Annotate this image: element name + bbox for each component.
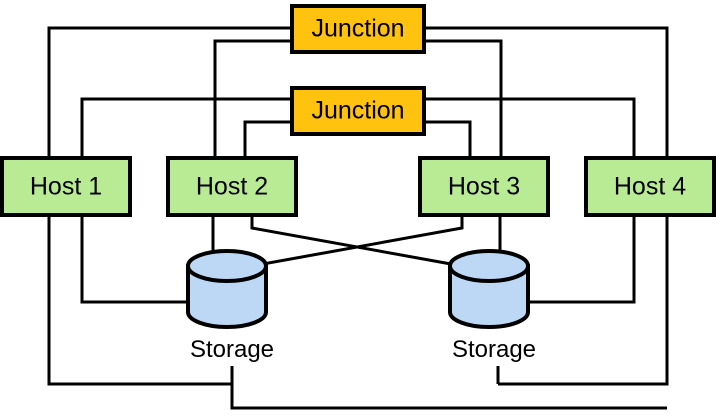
storage-right[interactable]: Storage xyxy=(448,249,536,363)
wire-host2-to-junction1 xyxy=(213,39,292,158)
host-1-label: Host 1 xyxy=(30,173,102,201)
wire-host3-to-junction2 xyxy=(424,120,472,158)
storage-left-top xyxy=(186,249,268,283)
wire-host1-left-margin-bus xyxy=(47,215,232,386)
wire-host2-to-junction2 xyxy=(243,120,292,158)
host-3-box xyxy=(418,156,550,217)
storage-right-body xyxy=(448,264,530,329)
wire-host4-to-junction2 xyxy=(424,97,636,158)
junction-1[interactable]: Junction xyxy=(290,4,426,54)
host-4-box xyxy=(584,156,716,217)
storage-left-label: Storage xyxy=(190,336,274,363)
host-1-box xyxy=(0,156,132,217)
junction-1-label: Junction xyxy=(311,15,404,43)
wire-storage-left-to-bottom-bus xyxy=(230,366,667,410)
host-2-box xyxy=(166,156,298,217)
host-1[interactable]: Host 1 xyxy=(0,156,132,217)
host-2[interactable]: Host 2 xyxy=(166,156,298,217)
wire-host4-to-storage-right-side xyxy=(527,215,636,304)
wire-layer xyxy=(47,26,669,410)
wire-host2-to-storage-right xyxy=(250,215,463,268)
junction-2-box xyxy=(290,86,426,136)
storage-left[interactable]: Storage xyxy=(186,249,274,363)
wire-host3-to-storage-left xyxy=(251,215,464,268)
host-4[interactable]: Host 4 xyxy=(584,156,716,217)
wire-host1-to-junction1 xyxy=(47,26,292,158)
storage-right-top xyxy=(448,249,530,283)
junction-2-label: Junction xyxy=(311,97,404,125)
host-4-label: Host 4 xyxy=(614,173,686,201)
wire-host4-right-margin-bus xyxy=(498,215,669,386)
junction-1-box xyxy=(290,4,426,54)
host-3-label: Host 3 xyxy=(448,173,520,201)
host-3[interactable]: Host 3 xyxy=(418,156,550,217)
junction-2[interactable]: Junction xyxy=(290,86,426,136)
host-2-label: Host 2 xyxy=(196,173,268,201)
storage-right-label: Storage xyxy=(452,336,536,363)
storage-left-body xyxy=(186,264,268,329)
wire-host1-to-junction2 xyxy=(80,97,292,158)
wire-host1-to-storage-left-side xyxy=(80,215,188,304)
wire-host4-to-junction1 xyxy=(424,26,669,158)
wire-host3-to-junction1 xyxy=(424,39,503,158)
